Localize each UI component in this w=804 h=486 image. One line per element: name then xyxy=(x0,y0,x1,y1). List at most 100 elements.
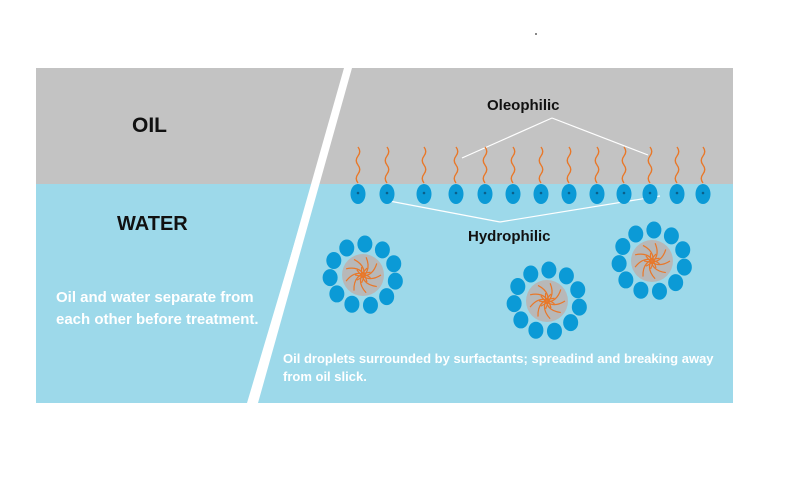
micelle-head xyxy=(374,241,390,259)
panel-divider xyxy=(249,68,352,403)
surfactant-molecule xyxy=(448,146,464,204)
micelle-tail xyxy=(649,253,666,274)
micelle-tail xyxy=(359,267,368,294)
micelle-tail xyxy=(645,243,658,267)
surfactant-molecule xyxy=(589,146,605,204)
surfactant-head-dot xyxy=(675,191,679,195)
micelle-tail xyxy=(537,297,555,317)
right-water-layer xyxy=(254,184,733,403)
micelle-tail xyxy=(648,253,657,280)
surfactant-head-dot xyxy=(622,191,626,195)
micelle-head xyxy=(362,296,378,314)
micelle-tail xyxy=(634,253,657,269)
surfactant-molecule xyxy=(505,146,521,204)
surfactant-tail xyxy=(384,146,390,184)
surfactant-head-dot xyxy=(356,191,360,195)
micelle-head xyxy=(513,311,529,329)
left-water-layer xyxy=(36,184,312,403)
connector-line xyxy=(551,117,649,156)
micelle-head xyxy=(628,225,644,243)
micelle-head xyxy=(651,282,667,300)
connector-line xyxy=(499,195,661,223)
micelle-head xyxy=(357,235,373,253)
micelle xyxy=(322,235,403,314)
surfactant-tail xyxy=(700,146,706,184)
micelle-tail xyxy=(643,249,667,263)
surfactant-molecule xyxy=(350,146,366,204)
micelle-head xyxy=(646,221,662,239)
surfactant-molecule xyxy=(379,146,395,204)
micelle-tail xyxy=(642,244,654,270)
left-oil-layer xyxy=(36,68,349,184)
right-panel xyxy=(254,68,733,403)
micelle-tail xyxy=(645,255,671,266)
micelle-tail xyxy=(538,289,562,303)
surfactant-row xyxy=(350,146,711,204)
surfactant-molecule xyxy=(616,146,632,204)
micelle-tail xyxy=(540,283,553,307)
micelle-head xyxy=(633,281,649,299)
micelle-head xyxy=(611,255,627,273)
micelle-head xyxy=(528,321,544,339)
micelle-head xyxy=(675,241,691,259)
micelle-tail xyxy=(356,269,382,280)
micelle-head xyxy=(329,285,345,303)
surfactant-molecule xyxy=(695,146,711,204)
micelle-tail xyxy=(529,298,555,308)
connector-line xyxy=(383,199,501,223)
micelle-tail xyxy=(529,293,552,309)
surfactant-head-dot xyxy=(454,191,458,195)
micelle-head xyxy=(326,252,342,270)
micelle-head xyxy=(570,281,586,299)
micelle-tail xyxy=(353,271,371,291)
micelle-tail xyxy=(354,263,378,277)
micelle-head xyxy=(506,295,522,313)
micelle-head xyxy=(676,258,692,276)
micelle-head xyxy=(563,314,579,332)
micelle-tail xyxy=(544,293,561,314)
micelle-head xyxy=(510,278,526,296)
micelle-head xyxy=(668,274,684,292)
micelle-head xyxy=(344,295,360,313)
surfactant-head-dot xyxy=(511,191,515,195)
micelle-tail xyxy=(540,295,566,306)
right-oil-layer xyxy=(316,68,733,184)
surfactant-tail xyxy=(482,146,488,184)
micelle-tail xyxy=(634,258,660,268)
micelle-tail xyxy=(353,258,365,284)
surfactant-molecule xyxy=(477,146,493,204)
surfactant-molecule xyxy=(416,146,432,204)
surfactant-molecule xyxy=(669,146,685,204)
stray-dot xyxy=(535,33,537,35)
micelle-tail xyxy=(345,267,368,283)
micelle xyxy=(611,221,692,300)
micelle-head xyxy=(386,255,402,273)
surfactant-head-dot xyxy=(567,191,571,195)
surfactant-tail xyxy=(538,146,544,184)
surfactant-molecule xyxy=(561,146,577,204)
micelle-head xyxy=(663,227,679,245)
micelle-head xyxy=(387,272,403,290)
micelle-head xyxy=(322,269,338,287)
micelle-head xyxy=(339,239,355,257)
surfactant-tail xyxy=(566,146,572,184)
micelle-tail xyxy=(537,284,549,310)
micelle-head xyxy=(618,271,634,289)
micelle-head xyxy=(379,288,395,306)
surfactant-tail xyxy=(453,146,459,184)
label-connectors xyxy=(383,117,661,223)
hydrophilic-label: Hydrophilic xyxy=(468,228,551,245)
surfactant-tail xyxy=(355,146,361,184)
micelle-tail xyxy=(345,272,371,282)
micelle-tail xyxy=(356,257,369,281)
micelle-tail xyxy=(360,267,377,288)
micelle-tail xyxy=(642,257,660,277)
micelle-head xyxy=(546,322,562,340)
micelle-head xyxy=(523,265,539,283)
surfactant-head-dot xyxy=(385,191,389,195)
micelle-head xyxy=(571,298,587,316)
surfactant-tail xyxy=(594,146,600,184)
surfactant-tail xyxy=(421,146,427,184)
